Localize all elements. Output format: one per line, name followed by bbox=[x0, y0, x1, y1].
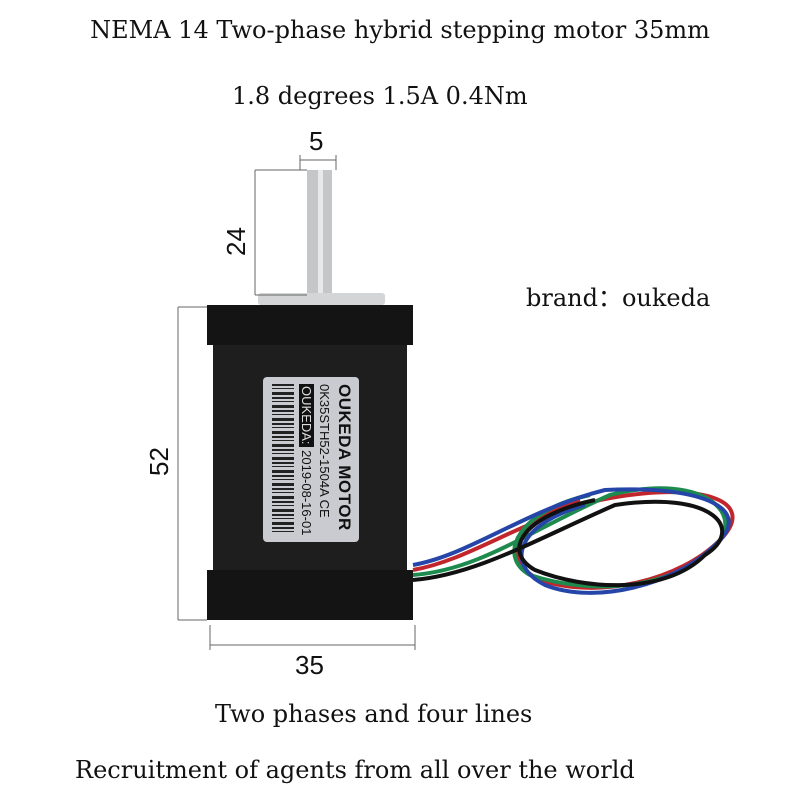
caption-agents: Recruitment of agents from all over the … bbox=[75, 756, 635, 784]
label-model-line: 0K35STH52-1504A CE bbox=[317, 384, 332, 518]
motor-flange bbox=[258, 293, 385, 305]
product-title: NEMA 14 Two-phase hybrid stepping motor … bbox=[90, 16, 710, 44]
shaft-diameter-label: 5 bbox=[309, 126, 324, 156]
motor-wires bbox=[412, 486, 735, 595]
label-date-line: OUKEDA: 2019-08-16-01 bbox=[299, 383, 314, 535]
body-height-label: 52 bbox=[143, 447, 174, 476]
shaft-length-label: 24 bbox=[220, 227, 251, 256]
motor-rear-cap bbox=[207, 570, 413, 620]
motor-nameplate: OUKEDA MOTOR 0K35STH52-1504A CE OUKEDA: … bbox=[263, 377, 359, 542]
body-width-label: 35 bbox=[295, 650, 324, 680]
barcode bbox=[272, 383, 294, 534]
label-date: 2019-08-16-01 bbox=[299, 449, 314, 535]
label-model: 0K35STH52-1504A bbox=[317, 383, 332, 496]
caption-wiring: Two phases and four lines bbox=[215, 700, 533, 728]
specs-text: 1.8 degrees 1.5A 0.4Nm bbox=[232, 82, 528, 110]
ce-mark: CE bbox=[317, 499, 332, 518]
brand-text: brand：oukeda bbox=[526, 284, 711, 312]
motor-front-cap bbox=[207, 305, 413, 345]
label-brand: OUKEDA MOTOR bbox=[335, 383, 354, 531]
label-date-prefix: OUKEDA: bbox=[299, 383, 314, 447]
